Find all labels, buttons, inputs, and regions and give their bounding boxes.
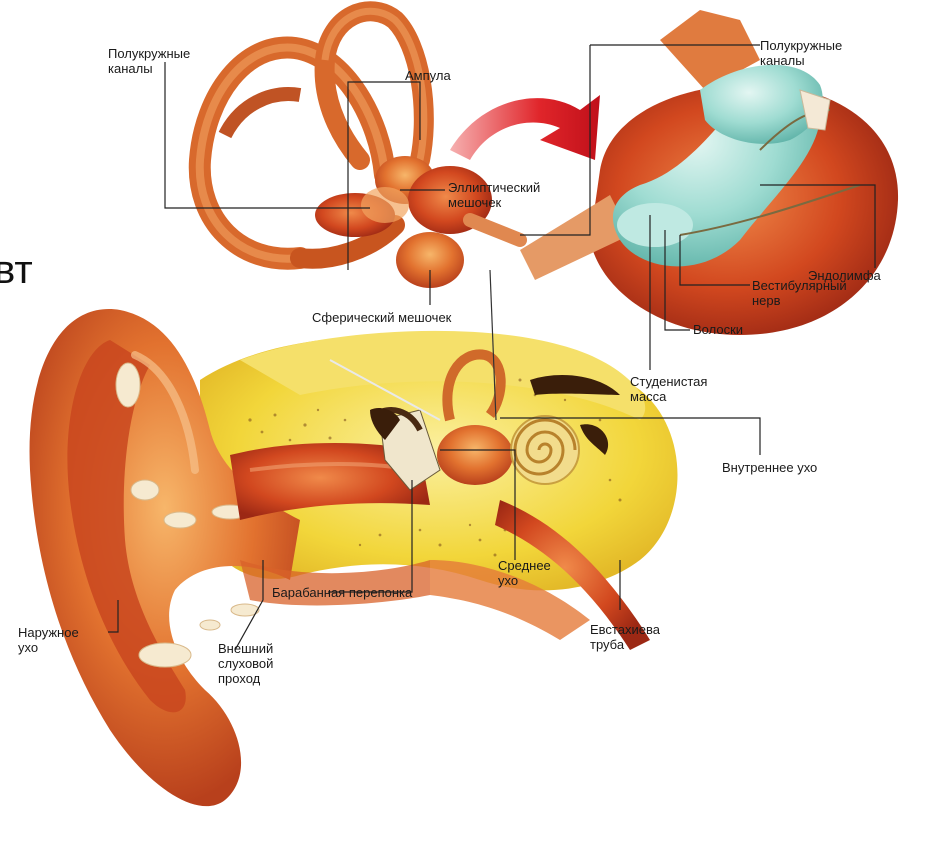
label-spherical-sac: Сферический мешочек [312,310,451,325]
ear-cross-section [30,270,678,806]
label-hairs: Волоски [693,322,743,337]
label-gelatinous-mass: Студенистая масса [630,374,720,404]
label-ampulla: Ампула [405,68,451,83]
label-semicircular-canals-left: Полукружные каналы [108,46,203,76]
label-inner-ear: Внутреннее ухо [722,460,817,475]
label-outer-ear: Наружное ухо [18,625,98,655]
label-middle-ear: Среднее ухо [498,558,568,588]
label-semicircular-canals-right: Полукружные каналы [760,38,860,68]
label-elliptic-sac: Эллиптический мешочек [448,180,548,210]
label-eardrum: Барабанная перепонка [272,585,412,600]
label-vestibular-nerve: Вестибулярный нерв [752,278,862,308]
cropped-heading-fragment: вт [0,250,33,290]
label-ear-canal: Внешний слуховой проход [218,641,298,686]
label-eustachian-tube: Евстахиева труба [590,622,670,652]
zoom-arrow [450,95,600,160]
